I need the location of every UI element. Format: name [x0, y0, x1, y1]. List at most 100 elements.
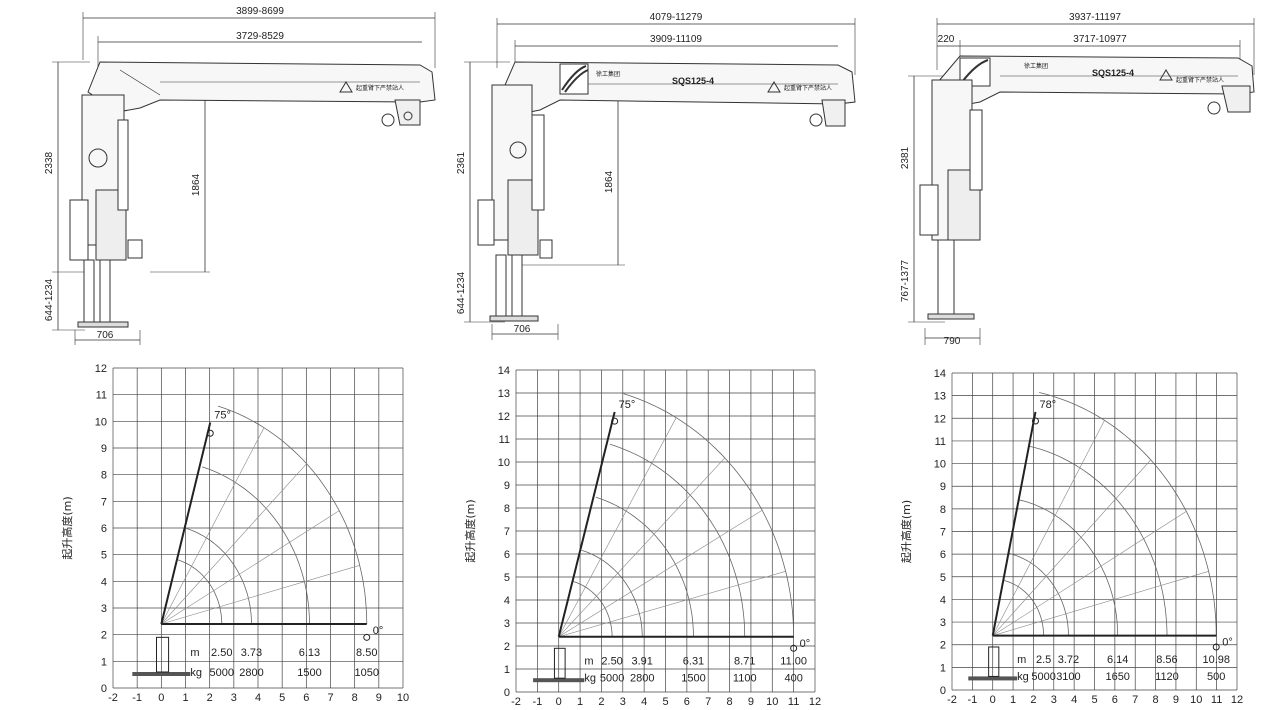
hook-icon — [1031, 417, 1039, 425]
d2-outrigger: 644-1234 — [456, 271, 467, 314]
angle-ray — [992, 511, 1187, 636]
crane-drawing-3 — [908, 18, 1255, 345]
d2-brand: 徐工集团 — [596, 70, 620, 78]
x-tick-label: 8 — [727, 696, 733, 708]
table-radius-value: 3.91 — [632, 655, 653, 667]
y-tick-label: 13 — [934, 391, 946, 403]
x-tick-label: 6 — [303, 692, 309, 704]
y-tick-label: 11 — [499, 434, 510, 446]
hook-icon — [611, 417, 619, 425]
y-tick-label: 7 — [101, 496, 107, 508]
table-radius-value: 11.00 — [780, 655, 807, 667]
angle-ray — [161, 565, 360, 625]
table-radius-value: 3.73 — [241, 647, 262, 659]
angle-bottom-label: 0° — [373, 625, 384, 637]
y-tick-label: 0 — [504, 687, 510, 699]
d3-outrigger: 767-1377 — [900, 259, 911, 302]
angle-top-label: 75° — [619, 399, 636, 411]
y-tick-label: 5 — [101, 550, 107, 562]
y-tick-label: 5 — [504, 572, 510, 584]
y-tick-label: 3 — [504, 618, 510, 630]
crane-column — [553, 647, 566, 679]
y-tick-label: 0 — [940, 685, 946, 697]
y-tick-label: 8 — [101, 470, 107, 482]
x-tick-label: 3 — [620, 696, 626, 708]
y-tick-label: 12 — [498, 411, 510, 423]
x-tick-label: 7 — [327, 692, 333, 704]
d3-top-outer: 3937-11197 — [1069, 12, 1121, 23]
d3-left-height: 2381 — [900, 146, 911, 169]
crane-drawing-2 — [464, 18, 856, 340]
radius-arc — [609, 443, 746, 637]
x-tick-label: 12 — [1231, 694, 1243, 706]
y-tick-label: 13 — [498, 388, 510, 400]
x-tick-label: -2 — [108, 692, 118, 704]
y-tick-label: 2 — [504, 641, 510, 653]
y-tick-label: 4 — [504, 595, 510, 607]
y-tick-label: 6 — [940, 549, 946, 561]
x-tick-label: 1 — [577, 696, 583, 708]
table-radius-value: 10.98 — [1202, 654, 1230, 666]
x-tick-label: 8 — [1153, 694, 1159, 706]
x-tick-label: 5 — [662, 696, 668, 708]
table-load-value: 2800 — [239, 667, 263, 679]
table-radius-value: 2.50 — [211, 647, 232, 659]
table-row-label-m: m — [190, 647, 199, 659]
radius-arc — [1008, 552, 1069, 636]
table-load-value: 1050 — [355, 667, 379, 679]
table-load-value: 5000 — [210, 667, 234, 679]
x-tick-label: 2 — [207, 692, 213, 704]
radius-arc — [1018, 499, 1119, 636]
table-load-value: 500 — [1207, 671, 1225, 683]
x-tick-label: 11 — [788, 696, 799, 708]
y-tick-label: 1 — [940, 662, 946, 674]
d2-top-outer: 4079-11279 — [650, 12, 703, 23]
y-tick-label: 0 — [101, 683, 107, 695]
angle-ray — [161, 510, 340, 625]
y-tick-label: 12 — [95, 363, 107, 375]
crane-column — [156, 636, 170, 673]
y-tick-label: 2 — [101, 630, 107, 642]
crane-base — [533, 678, 585, 683]
radius-arc — [202, 466, 310, 625]
x-tick-label: 10 — [1190, 694, 1202, 706]
table-radius-value: 2.50 — [601, 655, 622, 667]
angle-top-label: 78° — [1039, 399, 1056, 411]
y-tick-label: 4 — [940, 594, 946, 606]
x-tick-label: 4 — [255, 692, 261, 704]
radius-arc — [177, 559, 223, 625]
x-tick-label: 5 — [1091, 694, 1097, 706]
hook-icon — [1212, 643, 1220, 651]
d3-warning: 起重臂下严禁站人 — [1176, 76, 1224, 84]
d1-top-inner: 3729-8529 — [236, 31, 284, 42]
table-load-value: 2800 — [630, 673, 654, 685]
angle-ray — [992, 571, 1209, 636]
d3-top-inner: 3717-10977 — [1073, 34, 1127, 45]
angle-ray — [558, 510, 763, 638]
x-tick-label: 1 — [182, 692, 188, 704]
table-load-value: 1650 — [1105, 671, 1129, 683]
table-load-value: 1500 — [681, 673, 705, 685]
angle-ray — [558, 457, 726, 638]
y-axis-label: 起升高度(m) — [60, 496, 74, 559]
x-tick-label: 7 — [1132, 694, 1138, 706]
table-row-label-m: m — [584, 655, 593, 667]
radius-arc — [623, 393, 794, 637]
radius-arc — [1039, 392, 1217, 636]
d1-left-height: 2338 — [44, 151, 55, 174]
angle-ray — [558, 417, 677, 637]
y-tick-label: 1 — [101, 656, 107, 668]
table-radius-value: 6.14 — [1107, 654, 1128, 666]
radius-arc — [1028, 445, 1168, 636]
radius-arc — [186, 528, 252, 625]
y-tick-label: 6 — [504, 549, 510, 561]
x-tick-label: 7 — [705, 696, 711, 708]
table-row-label-kg: kg — [190, 667, 202, 679]
y-axis-label: 起升高度(m) — [899, 500, 913, 563]
x-tick-label: 0 — [158, 692, 164, 704]
angle-bottom-label: 0° — [1222, 637, 1233, 649]
x-tick-label: 1 — [1010, 694, 1016, 706]
x-tick-label: 10 — [766, 696, 778, 708]
